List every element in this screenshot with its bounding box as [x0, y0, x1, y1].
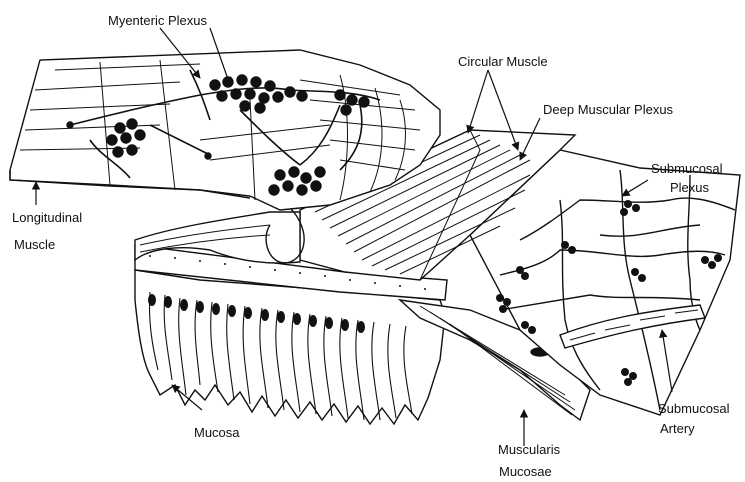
label-myenteric-plexus: Myenteric Plexus [108, 13, 207, 29]
longitudinal-muscle-sheet [10, 50, 440, 210]
label-deep-muscular-plexus: Deep Muscular Plexus [543, 102, 673, 118]
label-longitudinal-muscle-line1: Longitudinal [12, 210, 82, 226]
label-mucosa: Mucosa [194, 425, 240, 441]
label-longitudinal-muscle-line2: Muscle [14, 237, 55, 253]
label-submucosal-artery-line1: Submucosal [658, 401, 730, 417]
label-muscularis-mucosae-line2: Mucosae [499, 464, 552, 480]
label-submucosal-plexus-line1: Submucosal [651, 161, 723, 177]
label-submucosal-artery-line2: Artery [660, 421, 695, 437]
label-muscularis-mucosae-line1: Muscularis [498, 442, 560, 458]
label-submucosal-plexus-line2: Plexus [670, 180, 709, 196]
label-circular-muscle: Circular Muscle [458, 54, 548, 70]
